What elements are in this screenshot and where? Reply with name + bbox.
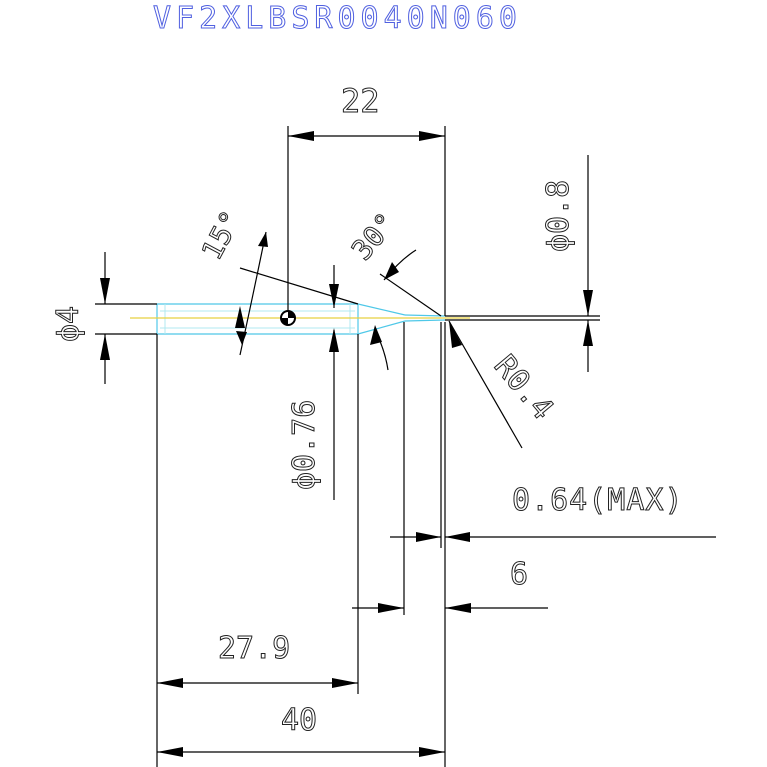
dimension-overall-length xyxy=(157,747,445,757)
dimension-22 xyxy=(287,126,446,316)
max-length-label: 0.64(MAX) xyxy=(512,483,684,518)
angle-30-label: 30° xyxy=(345,207,403,267)
neck-diameter-label: ϕ0.76 xyxy=(287,400,322,490)
dimension-22-label: 22 xyxy=(341,82,380,120)
neck-length-label: 6 xyxy=(510,557,528,592)
drawing-title: VF2XLBSR0040N060 xyxy=(153,1,522,36)
angle-15-dimension xyxy=(235,231,359,356)
tip-diameter-label: ϕ0.8 xyxy=(541,180,576,252)
dimension-flute-length xyxy=(156,334,359,767)
tool-body xyxy=(156,303,446,335)
overall-length-label: 40 xyxy=(281,703,317,738)
shank-diameter-label: ϕ4 xyxy=(51,306,86,342)
flute-length-label: 27.9 xyxy=(218,631,290,666)
dimension-max-length xyxy=(390,322,716,548)
dimension-neck-length xyxy=(352,322,548,767)
dimension-ball-radius xyxy=(448,320,523,449)
ball-radius-label: R0.4 xyxy=(487,349,560,427)
origin-marker xyxy=(280,310,296,326)
dimension-shank-diameter xyxy=(95,252,157,384)
angle-30-dimension xyxy=(370,249,442,371)
dimension-neck-diameter xyxy=(329,265,339,500)
dimension-tip-diameter xyxy=(445,155,600,372)
angle-15-label: 15° xyxy=(195,205,248,265)
